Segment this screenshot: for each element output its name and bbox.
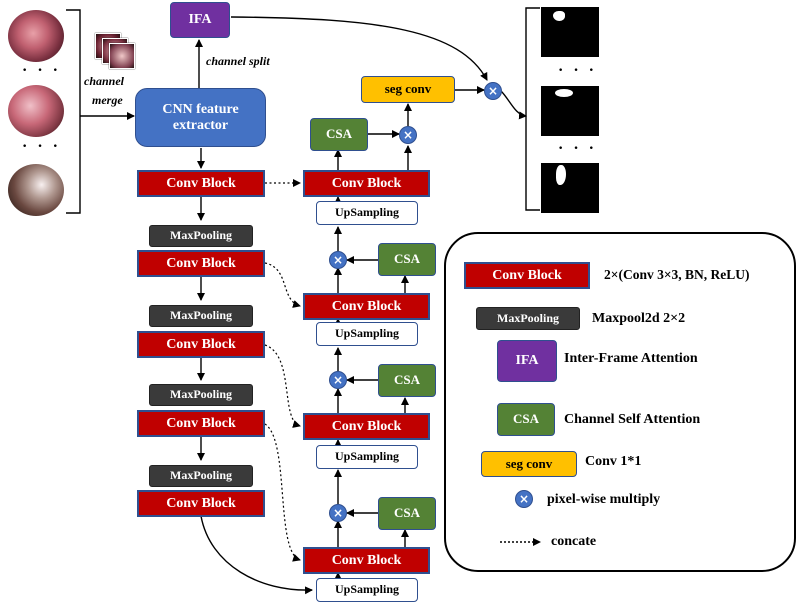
output-ellipsis-2: · · · xyxy=(558,140,598,157)
multiply-icon-1: × xyxy=(399,126,417,144)
seg-conv-block: seg conv xyxy=(361,76,455,103)
maxpooling-1: MaxPooling xyxy=(149,225,253,247)
legend-maxpooling-swatch: MaxPooling xyxy=(476,307,580,330)
output-multiply-icon: × xyxy=(484,82,502,100)
legend-multiply-icon: × xyxy=(515,490,533,508)
encoder-conv-block-1: Conv Block xyxy=(137,170,265,197)
channel-merge-label-1: channel xyxy=(84,74,125,88)
legend-seg-conv-swatch: seg conv xyxy=(481,451,577,477)
channel-split-label: channel split xyxy=(206,54,270,68)
decoder-conv-block-3: Conv Block xyxy=(303,413,430,440)
upsampling-3: UpSampling xyxy=(316,445,418,469)
legend-csa-desc: Channel Self Attention xyxy=(564,412,701,427)
output-mask-2 xyxy=(541,86,599,136)
input-ellipsis-2: · · · xyxy=(22,138,62,155)
arrow-ifa-to-multiply xyxy=(230,16,488,81)
legend-conv-block-swatch: Conv Block xyxy=(464,262,590,289)
skip-connection-4 xyxy=(264,423,301,562)
ifa-block: IFA xyxy=(170,2,230,38)
legend-multiply-desc: pixel-wise multiply xyxy=(547,492,661,507)
legend-concate-desc: concate xyxy=(551,534,597,549)
maxpooling-3: MaxPooling xyxy=(149,384,253,406)
multiply-icon-4: × xyxy=(329,504,347,522)
encoder-conv-block-3: Conv Block xyxy=(137,331,265,358)
csa-block-3: CSA xyxy=(378,364,436,397)
decoder-conv-block-4: Conv Block xyxy=(303,547,430,574)
cnn-label-line-2: extractor xyxy=(172,117,229,133)
csa-block-2: CSA xyxy=(378,243,436,276)
legend-ifa-desc: Inter-Frame Attention xyxy=(564,351,698,366)
output-mask-1 xyxy=(541,7,599,57)
maxpooling-2: MaxPooling xyxy=(149,305,253,327)
input-frame-1 xyxy=(8,10,64,62)
decoder-conv-block-1: Conv Block xyxy=(303,170,430,197)
input-ellipsis-1: · · · xyxy=(22,62,62,79)
output-ellipsis-1: · · · xyxy=(558,62,598,79)
output-bracket xyxy=(525,7,540,211)
cnn-label-line-1: CNN feature xyxy=(162,102,239,118)
input-bracket xyxy=(66,9,81,214)
legend-panel xyxy=(444,232,796,572)
legend-maxpooling-desc: Maxpool2d 2×2 xyxy=(592,311,686,326)
legend-csa-swatch: CSA xyxy=(497,403,555,436)
legend-ifa-swatch: IFA xyxy=(497,340,557,382)
input-frame-3 xyxy=(8,164,64,216)
encoder-conv-block-4: Conv Block xyxy=(137,410,265,437)
output-mask-3 xyxy=(541,163,599,213)
channel-merge-label-2: merge xyxy=(92,93,123,107)
legend-conv-block-desc: 2×(Conv 3×3, BN, ReLU) xyxy=(604,267,750,282)
skip-connection-3 xyxy=(264,344,301,428)
encoder-conv-block-5: Conv Block xyxy=(137,490,265,517)
input-frame-2 xyxy=(8,85,64,137)
upsampling-2: UpSampling xyxy=(316,322,418,346)
legend-seg-conv-desc: Conv 1*1 xyxy=(585,454,642,469)
cnn-feature-extractor: CNN feature extractor xyxy=(135,88,266,147)
multiply-icon-3: × xyxy=(329,371,347,389)
upsampling-4: UpSampling xyxy=(316,578,418,602)
encoder-conv-block-2: Conv Block xyxy=(137,250,265,277)
stacked-frames-icon xyxy=(95,33,135,69)
csa-block-1: CSA xyxy=(310,118,368,151)
decoder-conv-block-2: Conv Block xyxy=(303,293,430,320)
skip-connection-2 xyxy=(264,262,301,308)
csa-block-4: CSA xyxy=(378,497,436,530)
multiply-icon-2: × xyxy=(329,251,347,269)
maxpooling-4: MaxPooling xyxy=(149,465,253,487)
upsampling-1: UpSampling xyxy=(316,201,418,225)
